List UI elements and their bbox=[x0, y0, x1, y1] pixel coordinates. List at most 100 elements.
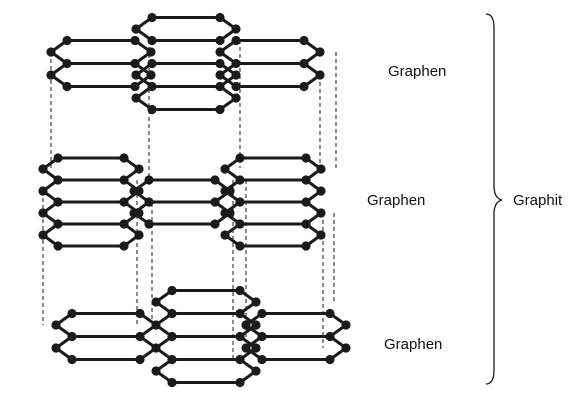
carbon-atom bbox=[215, 12, 225, 23]
carbon-atom bbox=[119, 197, 129, 207]
carbon-atom bbox=[316, 164, 326, 174]
carbon-atom bbox=[241, 320, 251, 330]
carbon-atom bbox=[119, 175, 129, 185]
carbon-atom bbox=[215, 47, 225, 57]
carbon-atom bbox=[220, 164, 230, 174]
carbon-atom bbox=[38, 186, 48, 196]
carbon-atom bbox=[144, 175, 154, 185]
carbon-atom bbox=[151, 366, 161, 376]
carbon-atom bbox=[235, 377, 245, 388]
carbon-atom bbox=[215, 35, 225, 46]
carbon-atom bbox=[215, 104, 225, 115]
carbon-atom bbox=[147, 35, 157, 46]
carbon-atom bbox=[235, 153, 245, 163]
carbon-atom bbox=[119, 241, 129, 251]
label-graphen-middle: Graphen bbox=[367, 192, 425, 209]
carbon-atom bbox=[67, 354, 77, 365]
carbon-atom bbox=[325, 331, 335, 342]
carbon-atom bbox=[220, 208, 230, 218]
carbon-atom bbox=[231, 81, 241, 92]
carbon-atom bbox=[67, 331, 77, 342]
carbon-atom bbox=[134, 164, 144, 174]
carbon-atom bbox=[215, 81, 225, 92]
graphit-brace bbox=[485, 13, 503, 385]
carbon-atom bbox=[257, 354, 267, 365]
carbon-atom bbox=[231, 70, 241, 80]
carbon-atom bbox=[53, 219, 63, 229]
bottom-graphene-layer bbox=[51, 285, 351, 388]
carbon-atom bbox=[167, 331, 177, 342]
carbon-atom bbox=[235, 241, 245, 251]
carbon-atom bbox=[315, 47, 325, 57]
carbon-atom bbox=[38, 164, 48, 174]
carbon-atom bbox=[241, 343, 251, 353]
carbon-atom bbox=[38, 230, 48, 240]
carbon-atom bbox=[235, 285, 245, 296]
carbon-atom bbox=[325, 354, 335, 365]
carbon-atom bbox=[146, 47, 156, 57]
carbon-atom bbox=[301, 241, 311, 251]
label-graphen-top: Graphen bbox=[388, 63, 446, 80]
carbon-atom bbox=[235, 354, 245, 365]
carbon-atom bbox=[53, 241, 63, 251]
carbon-atom bbox=[210, 197, 220, 207]
carbon-atom bbox=[129, 208, 139, 218]
carbon-atom bbox=[135, 308, 145, 319]
carbon-atom bbox=[51, 320, 61, 330]
carbon-atom bbox=[144, 219, 154, 229]
carbon-atom bbox=[146, 70, 156, 80]
carbon-atom bbox=[235, 331, 245, 342]
carbon-atom bbox=[62, 58, 72, 69]
carbon-atom bbox=[53, 153, 63, 163]
carbon-atom bbox=[131, 24, 141, 34]
carbon-atom bbox=[215, 58, 225, 69]
carbon-atom bbox=[38, 208, 48, 218]
carbon-atom bbox=[235, 308, 245, 319]
carbon-atom bbox=[147, 58, 157, 69]
carbon-atom bbox=[147, 81, 157, 92]
carbon-atom bbox=[316, 208, 326, 218]
carbon-atom bbox=[131, 70, 141, 80]
carbon-atom bbox=[251, 297, 261, 307]
carbon-atom bbox=[315, 70, 325, 80]
carbon-atom bbox=[299, 58, 309, 69]
carbon-atom bbox=[220, 230, 230, 240]
carbon-atom bbox=[325, 308, 335, 319]
carbon-atom bbox=[167, 285, 177, 296]
carbon-atom bbox=[130, 58, 140, 69]
carbon-atom bbox=[130, 35, 140, 46]
carbon-atom bbox=[210, 175, 220, 185]
carbon-atom bbox=[53, 197, 63, 207]
carbon-atom bbox=[46, 70, 56, 80]
carbon-atom bbox=[257, 331, 267, 342]
carbon-atom bbox=[210, 219, 220, 229]
carbon-atom bbox=[119, 219, 129, 229]
carbon-atom bbox=[129, 186, 139, 196]
carbon-atom bbox=[301, 219, 311, 229]
middle-graphene-layer bbox=[38, 153, 326, 251]
graphene-layers bbox=[38, 12, 351, 388]
carbon-atom bbox=[167, 354, 177, 365]
carbon-atom bbox=[341, 343, 351, 353]
label-graphit: Graphit bbox=[513, 192, 563, 209]
carbon-atom bbox=[235, 219, 245, 229]
carbon-atom bbox=[134, 230, 144, 240]
carbon-atom bbox=[147, 104, 157, 115]
carbon-atom bbox=[119, 153, 129, 163]
carbon-atom bbox=[62, 35, 72, 46]
carbon-atom bbox=[251, 366, 261, 376]
carbon-atom bbox=[167, 377, 177, 388]
label-graphen-bottom: Graphen bbox=[384, 336, 442, 353]
carbon-atom bbox=[151, 320, 161, 330]
carbon-atom bbox=[147, 12, 157, 23]
carbon-atom bbox=[299, 81, 309, 92]
carbon-atom bbox=[67, 308, 77, 319]
carbon-atom bbox=[257, 308, 267, 319]
carbon-atom bbox=[299, 35, 309, 46]
carbon-atom bbox=[220, 186, 230, 196]
carbon-atom bbox=[131, 93, 141, 103]
carbon-atom bbox=[235, 175, 245, 185]
carbon-atom bbox=[167, 308, 177, 319]
carbon-atom bbox=[231, 35, 241, 46]
